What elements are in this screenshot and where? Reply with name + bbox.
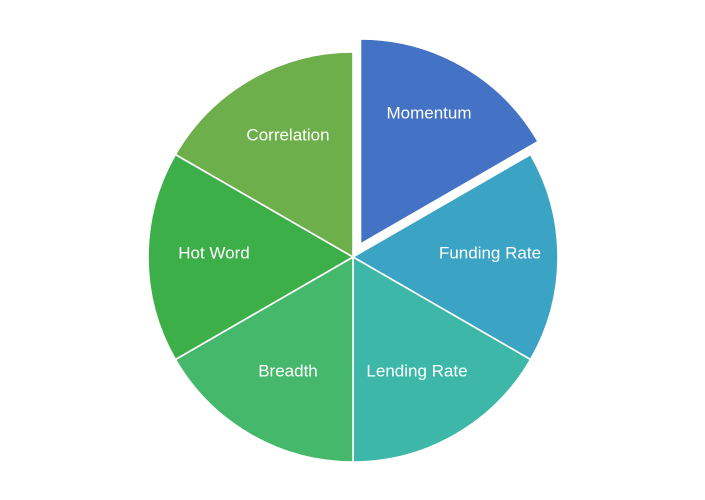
pie-slice-hot-word[interactable] bbox=[147, 153, 354, 361]
pie-slice-lending-rate[interactable] bbox=[352, 256, 532, 463]
pie-slice-funding-rate[interactable] bbox=[352, 153, 559, 361]
pie-slice-momentum[interactable] bbox=[359, 38, 539, 245]
pie-slice-label-momentum: Momentum bbox=[386, 103, 471, 122]
pie-slice-label-hot-word: Hot Word bbox=[178, 243, 250, 262]
pie-slice-label-breadth: Breadth bbox=[258, 361, 318, 380]
pie-slice-label-funding-rate: Funding Rate bbox=[439, 243, 541, 262]
pie-slice-correlation[interactable] bbox=[174, 51, 354, 258]
pie-slice-label-correlation: Correlation bbox=[246, 125, 329, 144]
pie-slice-label-lending-rate: Lending Rate bbox=[366, 361, 467, 380]
pie-slices-group bbox=[147, 38, 559, 463]
pie-slice-breadth[interactable] bbox=[174, 256, 354, 463]
